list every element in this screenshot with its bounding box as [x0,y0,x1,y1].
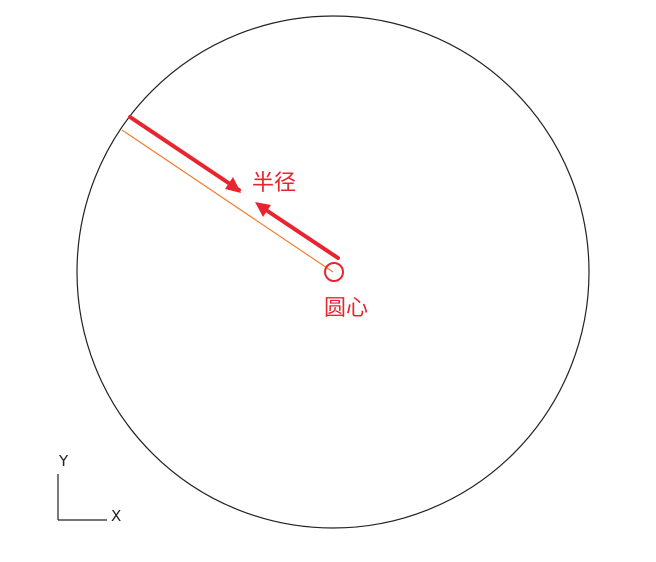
radius-line [121,129,334,273]
ucs-axis-icon: Y X [57,452,121,525]
radius-arrow-inner [258,204,340,260]
radius-arrow-outer [128,115,241,192]
y-axis-label: Y [58,452,69,470]
x-axis-label: X [111,507,121,525]
radius-label: 半径 [252,171,296,196]
radius-arrow-outer-head [225,177,241,193]
center-label: 圆心 [324,296,368,321]
center-marker [324,262,344,282]
radius-arrow-inner-head [255,202,271,217]
main-circle [76,15,590,529]
